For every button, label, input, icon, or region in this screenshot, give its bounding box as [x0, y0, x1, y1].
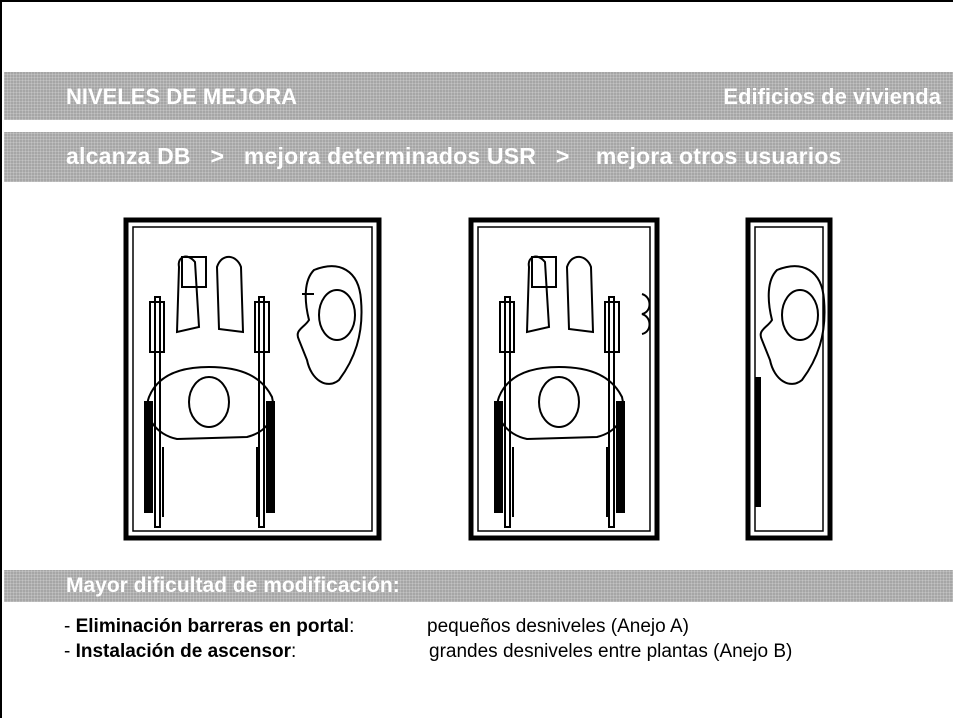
levels-band: alcanza DB > mejora determinados USR > m… — [4, 132, 953, 182]
bullet-detail: pequeños desniveles (Anejo A) — [427, 616, 689, 637]
page-title: NIVELES DE MEJORA — [66, 84, 298, 109]
scenario-1-room — [123, 217, 382, 541]
bullet-dash: - — [64, 641, 76, 662]
difficulty-band: Mayor dificultad de modificación: — [4, 570, 953, 602]
list-item: - Eliminación barreras en portal: pequeñ… — [64, 614, 689, 639]
scenario-2-room — [468, 217, 660, 541]
bullet-dash: - — [64, 616, 76, 637]
scenario-3-room — [745, 217, 833, 541]
bullet-term: Instalación de ascensor — [75, 641, 292, 662]
title-band: NIVELES DE MEJORA Edificios de vivienda — [4, 72, 953, 120]
page-subtitle: Edificios de vivienda — [723, 84, 941, 109]
difficulty-heading: Mayor dificultad de modificación: — [66, 574, 400, 597]
levels-text: alcanza DB > mejora determinados USR > m… — [66, 143, 842, 169]
bullet-term: Eliminación barreras en portal — [75, 616, 350, 637]
figures — [123, 217, 833, 541]
bullet-list: - Eliminación barreras en portal: pequeñ… — [64, 614, 792, 664]
bullet-colon: : — [291, 641, 297, 662]
list-item: - Instalación de ascensor: grandes desniv… — [64, 639, 792, 664]
bullet-detail: grandes desniveles entre plantas (Anejo … — [429, 641, 793, 662]
bullet-colon: : — [349, 616, 355, 637]
